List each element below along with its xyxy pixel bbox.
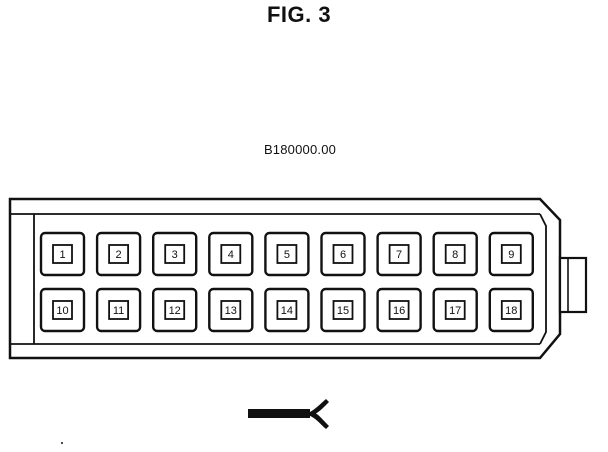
cavity-pin-box xyxy=(220,244,242,264)
figure-title: FIG. 3 xyxy=(266,2,332,27)
cavity-pin-box xyxy=(52,244,73,264)
terminal-cavity: 3 xyxy=(151,231,198,277)
terminal-cavity: 11 xyxy=(95,287,142,333)
cavity-number-label: 18 xyxy=(505,305,517,317)
terminal-cavity: 10 xyxy=(39,287,86,333)
cavity-pin-box xyxy=(500,244,522,264)
cavity-number-label: 12 xyxy=(169,305,181,317)
cavity-number-label: 8 xyxy=(452,249,458,261)
cavity-pin-box xyxy=(276,300,298,320)
cavity-pin-box xyxy=(52,300,73,320)
cavity-pin-box xyxy=(444,300,466,320)
scan-speck xyxy=(61,442,63,444)
locking-tab xyxy=(558,256,588,314)
cavity-number-label: 10 xyxy=(56,305,68,317)
cavity-pin-box xyxy=(276,244,298,264)
terminal-cavity: 12 xyxy=(151,287,198,333)
cavity-number-label: 13 xyxy=(225,305,237,317)
cavity-pin-box xyxy=(388,300,410,320)
cavity-number-label: 3 xyxy=(172,249,178,261)
part-number-label: B180000.00 xyxy=(263,142,337,157)
housing-inner-chamfer xyxy=(539,213,547,345)
terminal-cavity: 15 xyxy=(320,287,366,333)
terminal-cavity: 7 xyxy=(376,231,422,277)
cavity-pin-box xyxy=(500,300,522,320)
cavity-number-label: 17 xyxy=(449,305,461,317)
cavity-number-label: 11 xyxy=(113,305,124,317)
mating-direction-arrow-icon xyxy=(248,399,329,429)
cavity-number-label: 2 xyxy=(116,249,122,261)
terminal-cavity: 17 xyxy=(432,287,478,333)
terminal-cavity: 4 xyxy=(208,231,254,277)
cavity-number-label: 4 xyxy=(228,249,234,261)
cavity-number-label: 5 xyxy=(284,249,290,261)
terminal-cavity: 13 xyxy=(208,287,254,333)
cavity-pin-box xyxy=(444,244,466,264)
terminal-cavity: 14 xyxy=(264,287,310,333)
cavity-pin-box xyxy=(108,300,129,320)
connector-housing xyxy=(8,197,562,360)
cavity-number-label: 6 xyxy=(340,249,346,261)
cavity-pin-box xyxy=(332,244,354,264)
terminal-cavity: 6 xyxy=(320,231,366,277)
terminal-cavity: 18 xyxy=(488,287,534,333)
terminal-cavity: 1 xyxy=(39,231,86,277)
terminal-cavity: 16 xyxy=(376,287,422,333)
cavity-pin-box xyxy=(108,244,129,264)
cavity-number-label: 14 xyxy=(281,305,293,317)
terminal-cavity: 5 xyxy=(264,231,310,277)
terminal-cavity: 9 xyxy=(488,231,534,277)
cavity-pin-box xyxy=(164,244,186,264)
cavity-number-label: 16 xyxy=(393,305,405,317)
cavity-pin-box xyxy=(220,300,242,320)
cavity-number-label: 9 xyxy=(508,249,514,261)
cavity-pin-box xyxy=(164,300,186,320)
cavity-number-label: 15 xyxy=(337,305,349,317)
cavity-pin-box xyxy=(388,244,410,264)
cavity-number-label: 7 xyxy=(396,249,402,261)
cavity-number-label: 1 xyxy=(59,249,65,261)
cavity-pin-box xyxy=(332,300,354,320)
terminal-cavity: 8 xyxy=(432,231,478,277)
terminal-cavity: 2 xyxy=(95,231,142,277)
